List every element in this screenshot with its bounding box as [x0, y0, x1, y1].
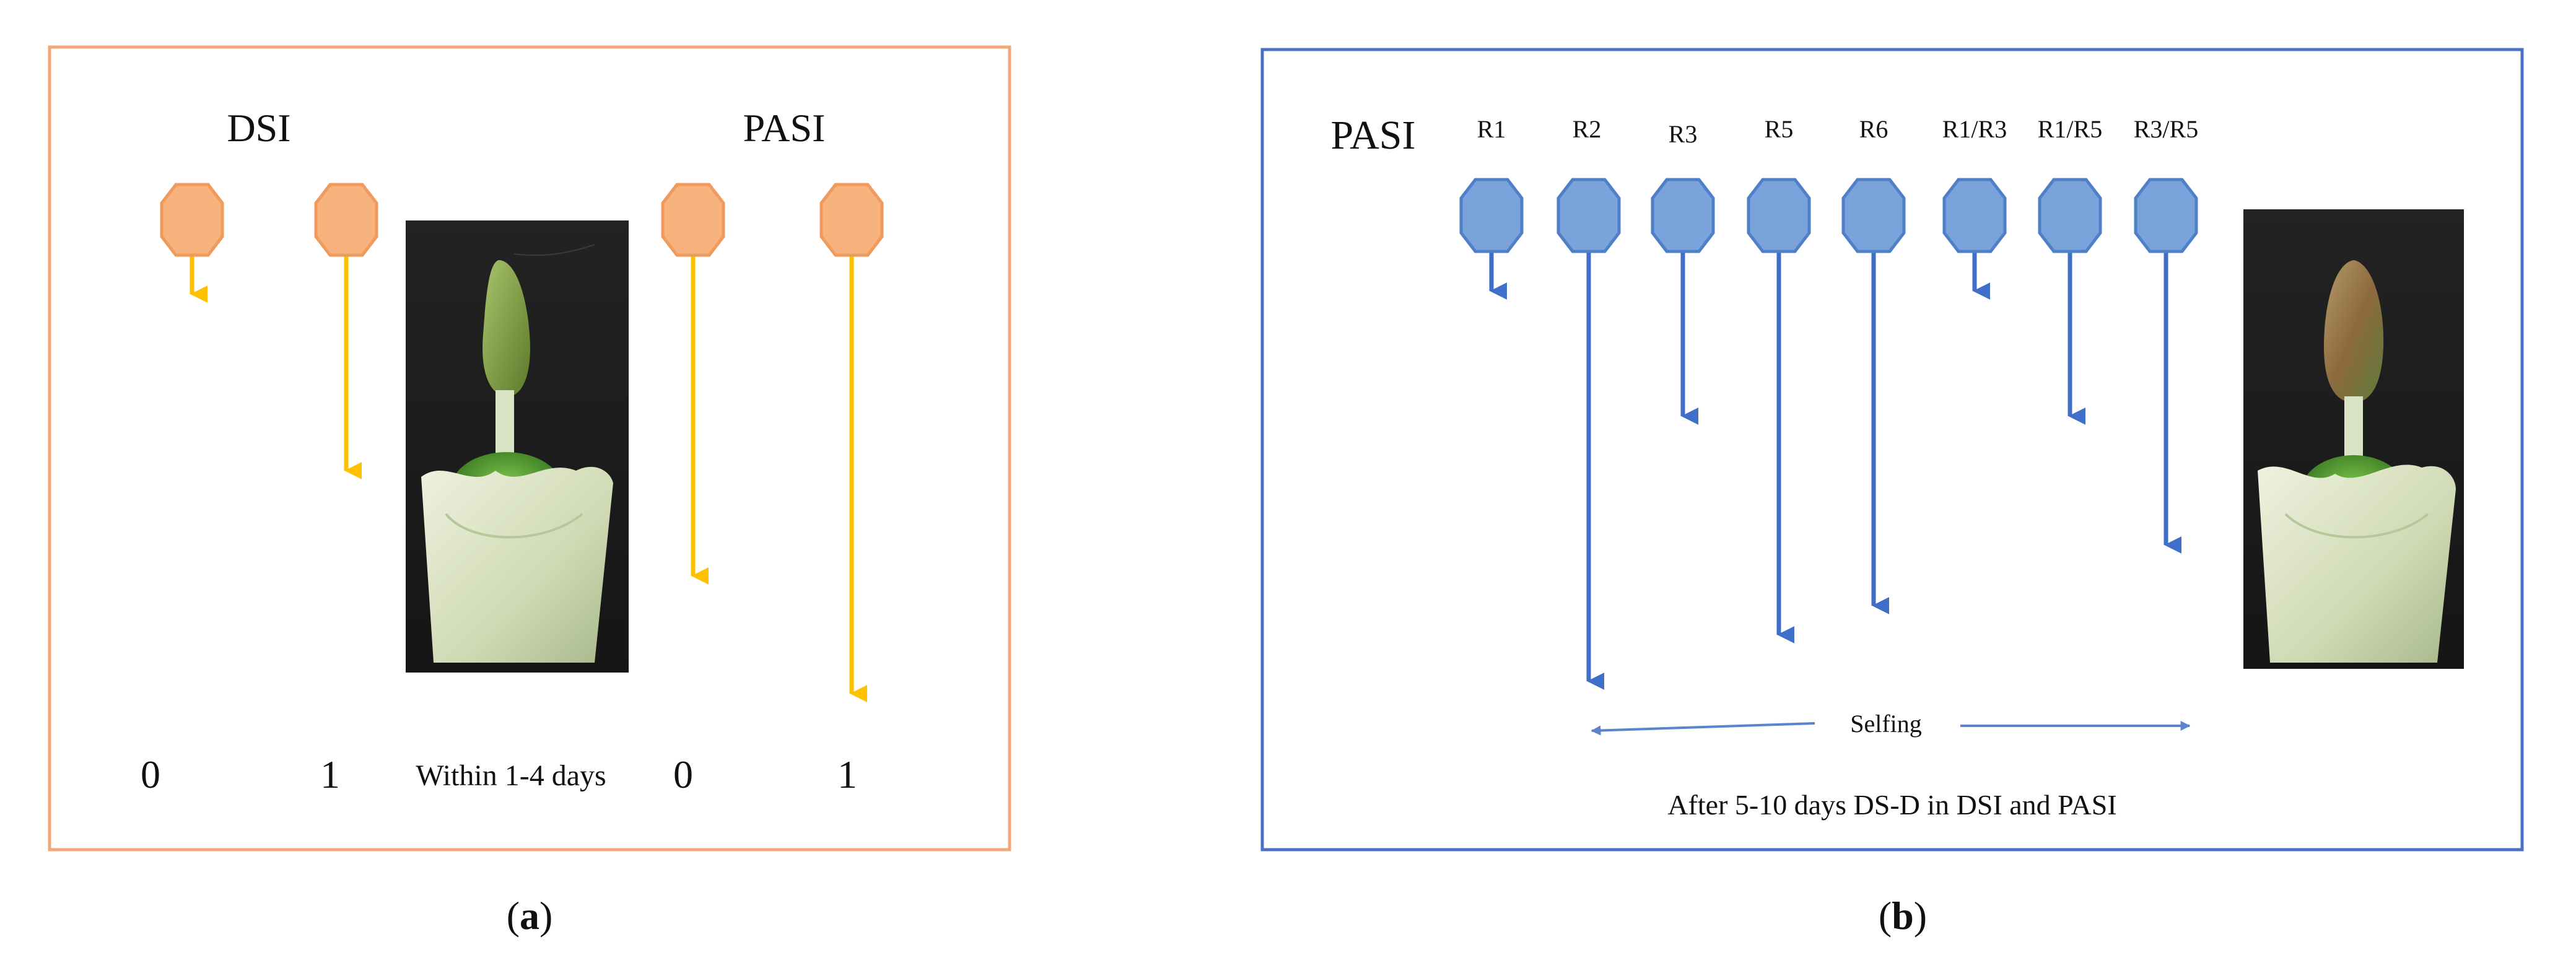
column-label-r1-r5: R1/R5: [2038, 115, 2102, 143]
column-label-r2: R2: [1573, 115, 1602, 143]
panel-a: DSI PASI: [48, 45, 1011, 938]
panel-b-caption: (b): [1879, 894, 1927, 938]
panel-a-label-0-right: 0: [673, 752, 693, 796]
panel-a-label-1-left: 1: [320, 752, 340, 796]
octagon-r1-r5: [2038, 178, 2102, 253]
octagon-r1: [1459, 178, 1524, 253]
panel-a-dsi-title: DSI: [227, 106, 290, 150]
column-label-r6: R6: [1859, 115, 1888, 143]
panel-a-pasi-title: PASI: [743, 106, 826, 150]
panel-a-octagons: [160, 183, 884, 257]
panel-b-column-labels: R1 R2 R3 R5 R6 R1/R3 R1/R5 R3/R5: [1477, 115, 2199, 148]
panel-b-octagons: [1459, 178, 2198, 253]
panel-a-flower-photo: [406, 220, 629, 673]
panel-b-title: PASI: [1331, 113, 1416, 158]
octagon-r5: [1747, 178, 1811, 253]
column-label-r1: R1: [1477, 115, 1506, 143]
panel-b-footer: After 5-10 days DS-D in DSI and PASI: [1667, 789, 2116, 821]
panel-b-selfing-label: Selfing: [1850, 710, 1922, 738]
column-label-r5: R5: [1765, 115, 1794, 143]
panel-a-border: [48, 45, 1011, 852]
panel-a-octagon-dsi-0: [160, 183, 224, 257]
panel-b-border: [1260, 48, 2524, 852]
panel-a-label-0-left: 0: [141, 752, 160, 796]
column-label-r1-r3: R1/R3: [1942, 115, 2007, 143]
octagon-r3: [1651, 178, 1715, 253]
panel-a-arrows: [190, 254, 868, 702]
octagon-r6: [1841, 178, 1906, 253]
selfing-arrow-left: [1591, 722, 1815, 736]
panel-a-octagon-dsi-1: [314, 183, 378, 257]
panel-b-arrows: [1489, 251, 2182, 690]
panel-b-flower-photo: [2243, 209, 2464, 669]
octagon-r2: [1557, 178, 1621, 253]
panel-a-octagon-pasi-0: [661, 183, 725, 257]
panel-a-octagon-pasi-1: [819, 183, 884, 257]
panel-b: PASI R1 R2 R3 R5 R6 R1/R3 R1/R5 R3/R5: [1260, 48, 2524, 938]
panel-a-label-1-right: 1: [837, 752, 857, 796]
panel-a-caption: (a): [507, 894, 553, 938]
panel-b-selfing-arrow: [1591, 721, 2191, 736]
octagon-r1-r3: [1942, 178, 2007, 253]
octagon-r3-r5: [2134, 178, 2198, 253]
column-label-r3: R3: [1669, 120, 1698, 148]
column-label-r3-r5: R3/R5: [2134, 115, 2198, 143]
panel-a-label-within: Within 1-4 days: [416, 759, 606, 792]
